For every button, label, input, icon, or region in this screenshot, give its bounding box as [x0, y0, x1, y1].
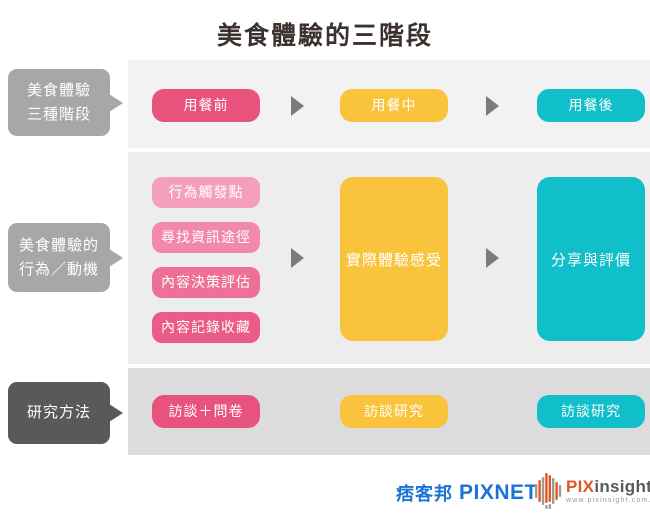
pixinsight-insight: insight — [594, 476, 650, 496]
method-post-pill: 訪談研究 — [537, 395, 645, 428]
sidebar-label-stages: 美食體驗 三種階段 — [8, 69, 123, 136]
bar-chart-icon — [535, 473, 562, 509]
sidebar-label-behaviors: 美食體驗的 行為／動機 — [8, 223, 123, 292]
pixinsight-wordmark: PIXinsight — [566, 476, 650, 497]
arrow-right-icon — [486, 96, 499, 116]
arrow-right-icon — [291, 248, 304, 268]
arrow-right-icon — [291, 96, 304, 116]
behavior-collect-pill: 內容記錄收藏 — [152, 312, 260, 343]
sidebar-label-behaviors-line2: 行為／動機 — [18, 260, 99, 278]
sidebar-label-methods: 研究方法 — [8, 382, 123, 444]
pixnet-cjk-wordmark: 痞客邦 — [396, 484, 453, 504]
behavior-experience-box: 實際體驗感受 — [340, 177, 448, 341]
behavior-search-pill: 尋找資訊途徑 — [152, 222, 260, 253]
behavior-share-box: 分享與評價 — [537, 177, 645, 341]
pixinsight-logo: PIXinsight www.pixinsight.com.tw — [535, 471, 650, 511]
sidebar-label-stages-line2: 三種階段 — [26, 105, 91, 123]
sidebar-label-methods-line1: 研究方法 — [26, 404, 91, 422]
stage-during-pill: 用餐中 — [340, 89, 448, 122]
stage-pre-pill: 用餐前 — [152, 89, 260, 122]
pixnet-logo: 痞客邦 PIXNET — [396, 480, 538, 506]
sidebar-label-behaviors-line1: 美食體驗的 — [18, 237, 99, 255]
pixnet-wordmark: PIXNET — [459, 481, 538, 504]
arrow-right-icon — [486, 248, 499, 268]
behavior-trigger-pill: 行為觸發點 — [152, 177, 260, 208]
stage-post-pill: 用餐後 — [537, 89, 645, 122]
sidebar-label-stages-line1: 美食體驗 — [26, 82, 91, 100]
method-during-pill: 訪談研究 — [340, 395, 448, 428]
pixinsight-pix: PIX — [566, 476, 595, 496]
pixinsight-url: www.pixinsight.com.tw — [566, 497, 650, 505]
page-title: 美食體驗的三階段 — [216, 22, 433, 50]
behavior-evaluate-pill: 內容決策評估 — [152, 267, 260, 298]
method-pre-pill: 訪談＋問卷 — [152, 395, 260, 428]
pixinsight-text: PIXinsight www.pixinsight.com.tw — [566, 476, 650, 505]
